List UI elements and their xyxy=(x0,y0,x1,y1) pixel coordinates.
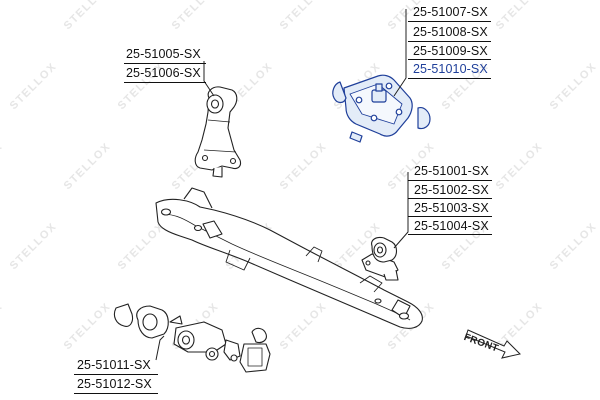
label-underline xyxy=(408,234,492,235)
part-number-label: 25-51012-SX xyxy=(77,377,152,391)
part-number-label: 25-51008-SX xyxy=(413,25,488,39)
part-number-label: 25-51004-SX xyxy=(414,219,489,233)
front-arrow-icon xyxy=(465,329,521,359)
part-number-label: 25-51011-SX xyxy=(77,358,151,372)
label-underline xyxy=(74,393,158,394)
part-number-label: 25-51003-SX xyxy=(414,201,489,215)
label-underline xyxy=(408,78,491,79)
part-number-label: 25-51005-SX xyxy=(126,47,201,61)
leader-bottom-left xyxy=(155,335,165,361)
label-underline xyxy=(408,180,492,181)
engine-mount-mid-right xyxy=(361,236,399,281)
leader-top-right xyxy=(393,9,407,97)
part-number-label: 25-51009-SX xyxy=(413,44,488,58)
label-underline xyxy=(408,198,492,199)
part-number-label: 25-51002-SX xyxy=(414,183,489,197)
transmission-mount-plate-top-right xyxy=(332,74,431,143)
part-number-label: 25-51001-SX xyxy=(414,164,489,178)
label-underline xyxy=(408,216,492,217)
leader-mid-right xyxy=(393,172,409,249)
mount-assembly-bottom-left xyxy=(113,303,271,373)
part-number-label-highlighted: 25-51010-SX xyxy=(413,62,488,76)
label-underline xyxy=(408,59,491,60)
label-underline xyxy=(408,41,491,42)
label-underline xyxy=(74,374,158,375)
leader-top-left xyxy=(203,61,215,97)
label-underline xyxy=(124,82,206,83)
leader-lines xyxy=(155,9,409,361)
part-number-label: 25-51007-SX xyxy=(413,5,488,19)
engine-mount-top-left xyxy=(194,86,242,178)
label-underline xyxy=(408,21,491,22)
label-underline xyxy=(124,63,206,64)
part-number-label: 25-51006-SX xyxy=(126,66,201,80)
crossmember-subframe xyxy=(155,187,423,329)
